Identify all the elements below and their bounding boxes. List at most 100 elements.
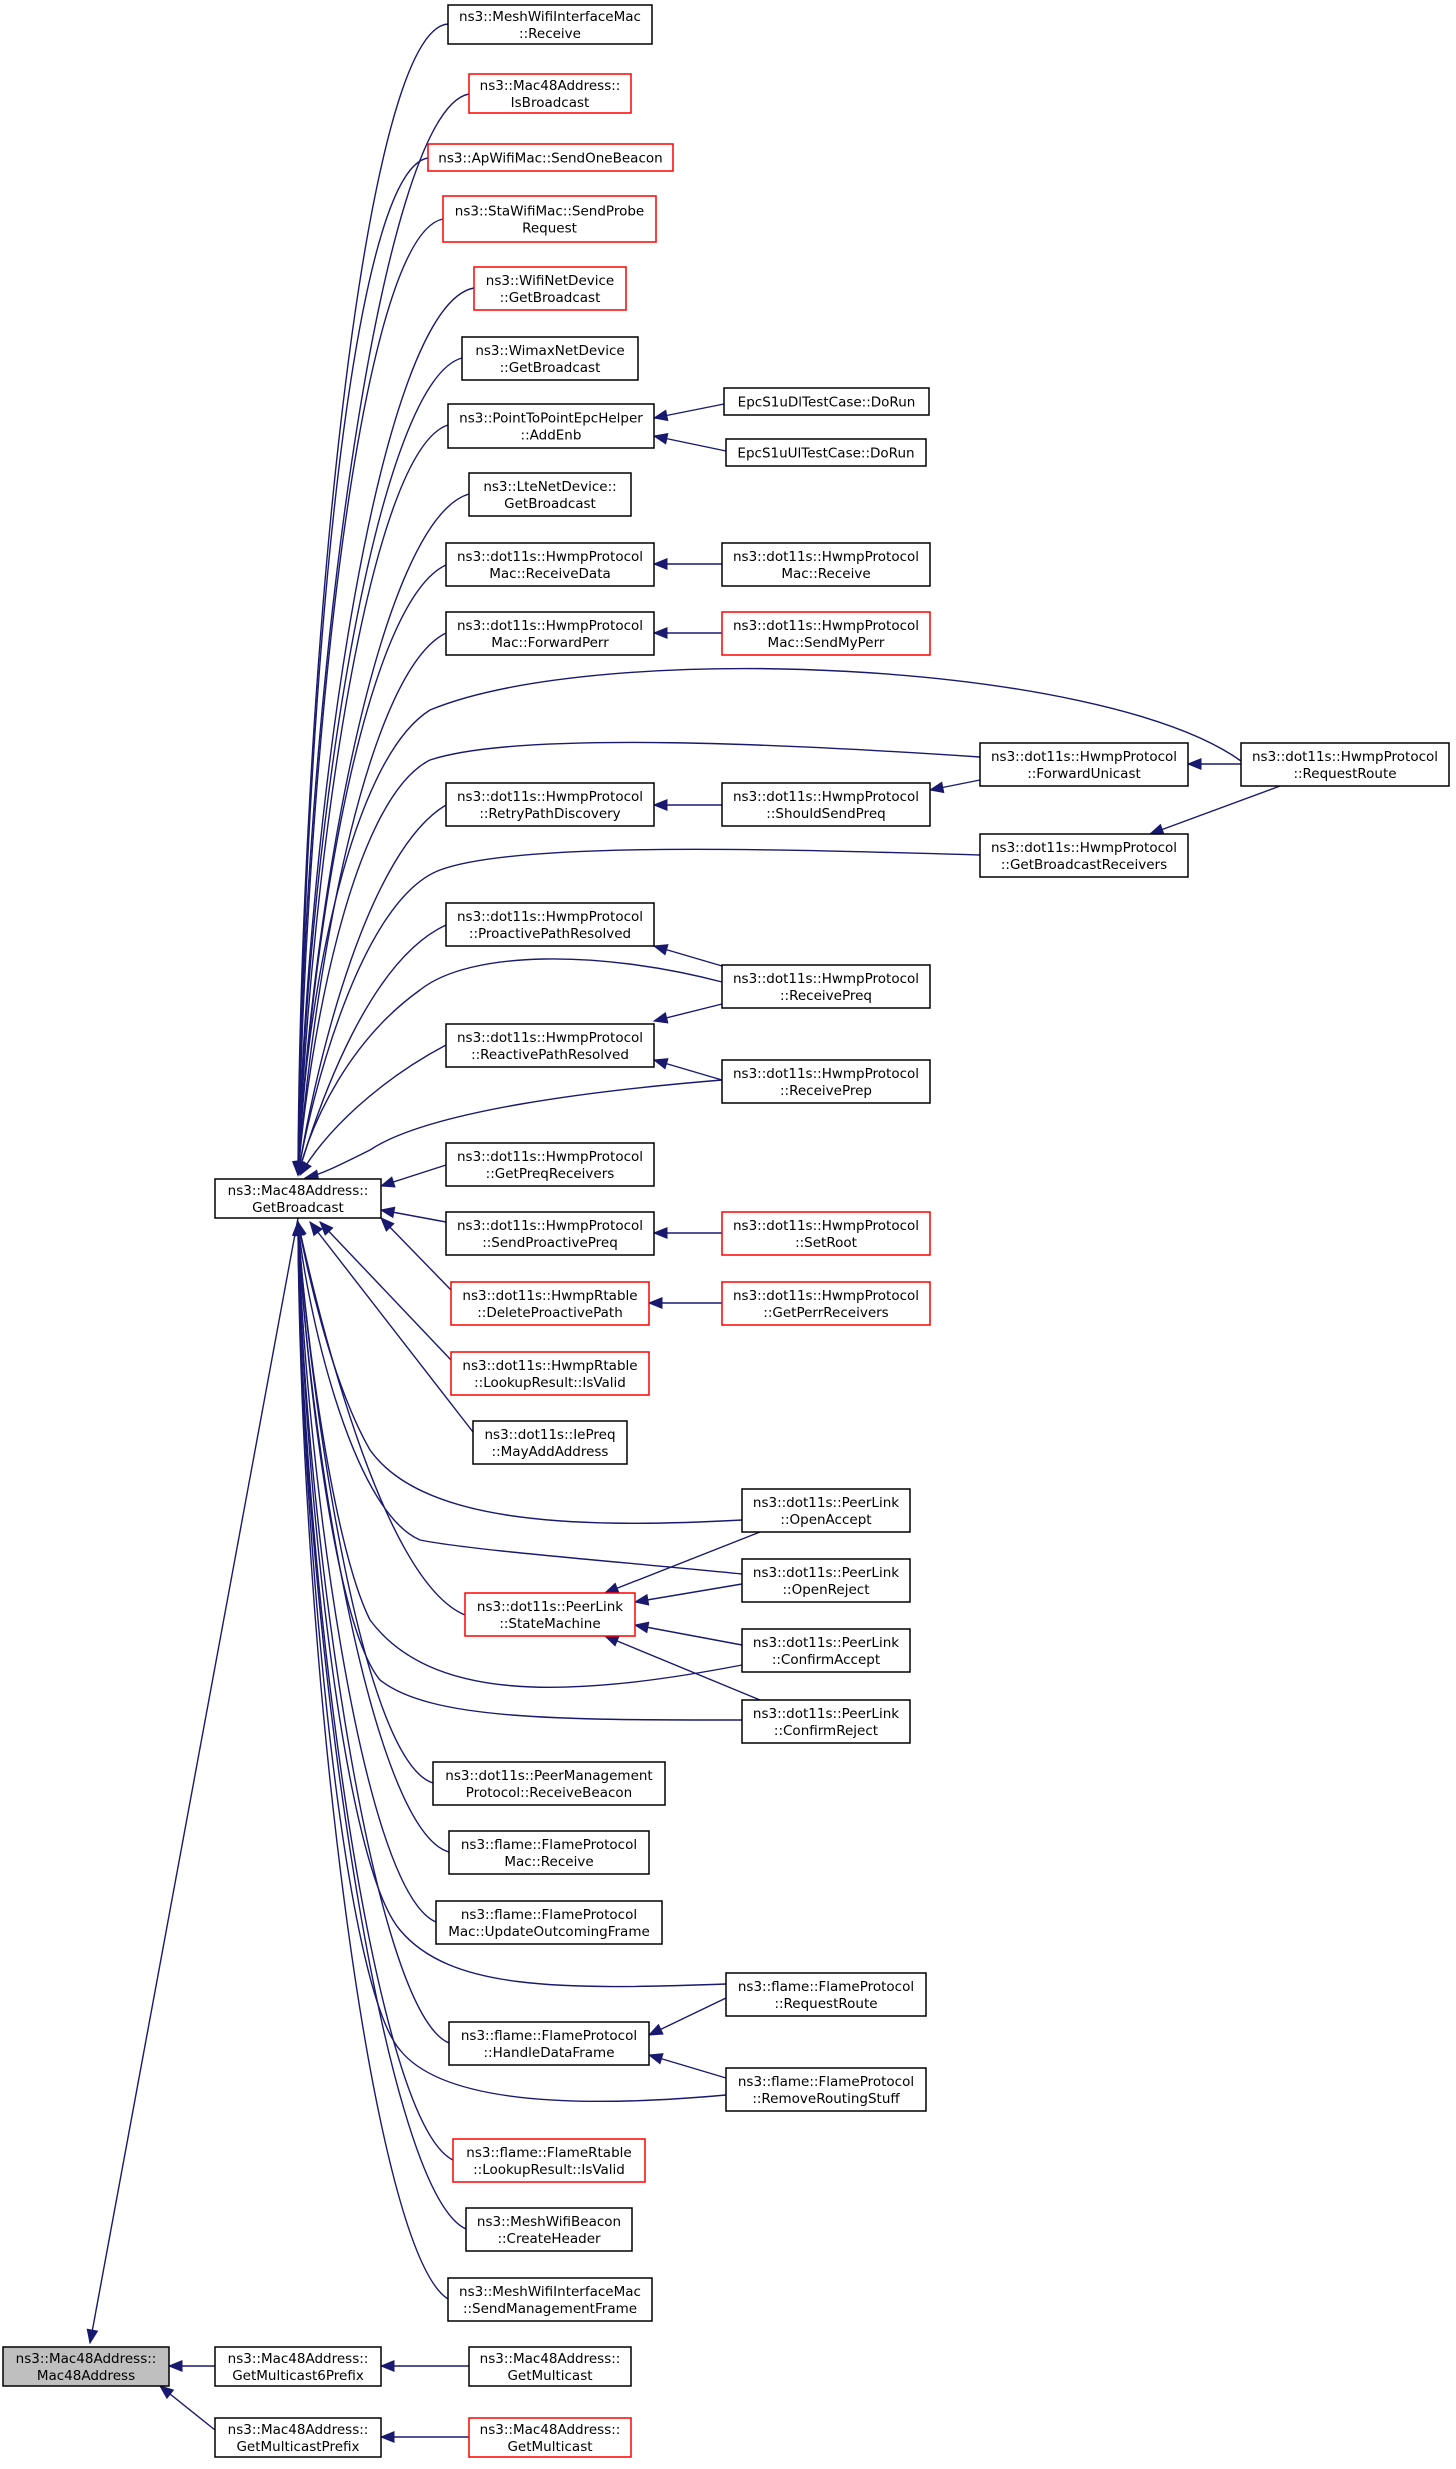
node-hwmp-should-send-preq[interactable]: ns3::dot11s::HwmpProtocol::ShouldSendPre… (721, 782, 931, 827)
node-peer-open-accept[interactable]: ns3::dot11s::PeerLink::OpenAccept (741, 1488, 911, 1533)
node-get-broadcast[interactable]: ns3::Mac48Address::GetBroadcast (214, 1178, 382, 1219)
node-is-broadcast[interactable]: ns3::Mac48Address::IsBroadcast (468, 73, 632, 114)
edge-line (297, 741, 981, 1176)
node-label-line: ns3::dot11s::IePreq (484, 1427, 615, 1443)
node-label-line: ns3::dot11s::PeerManagement (445, 1768, 652, 1784)
edge-line (297, 23, 449, 1176)
node-hwmp-forward-unicast[interactable]: ns3::dot11s::HwmpProtocol::ForwardUnicas… (979, 742, 1189, 787)
edge-line (297, 1221, 727, 2103)
node-hwmp-receive-preq[interactable]: ns3::dot11s::HwmpProtocol::ReceivePreq (721, 964, 931, 1009)
node-box (725, 1972, 927, 2017)
node-peer-confirm-reject[interactable]: ns3::dot11s::PeerLink::ConfirmReject (741, 1699, 911, 1744)
node-label-line: ns3::dot11s::HwmpProtocol (733, 618, 919, 634)
node-peer-mgmt-receive-beacon[interactable]: ns3::dot11s::PeerManagementProtocol::Rec… (432, 1761, 666, 1806)
node-label-line: ns3::Mac48Address:: (16, 2351, 157, 2367)
node-hwmp-request-route[interactable]: ns3::dot11s::HwmpProtocol::RequestRoute (1240, 742, 1450, 787)
node-hwmp-rtable-delete[interactable]: ns3::dot11s::HwmpRtable::DeleteProactive… (450, 1281, 650, 1326)
edge-line (634, 1624, 743, 1646)
edge-get-multicast-prefix-to-mac48-ctor (158, 2385, 216, 2431)
edge-line (297, 958, 723, 1176)
node-peer-state-machine[interactable]: ns3::dot11s::PeerLink::StateMachine (464, 1592, 636, 1637)
node-hwmp-retry-path[interactable]: ns3::dot11s::HwmpProtocol::RetryPathDisc… (445, 782, 655, 827)
node-label-line: Protocol::ReceiveBeacon (466, 1785, 632, 1801)
node-peer-open-reject[interactable]: ns3::dot11s::PeerLink::OpenReject (741, 1558, 911, 1603)
node-box (741, 1628, 911, 1673)
arrowhead (928, 781, 945, 794)
node-hwmp-get-bcast-receivers[interactable]: ns3::dot11s::HwmpProtocol::GetBroadcastR… (979, 833, 1189, 878)
node-label-line: Mac::ForwardPerr (491, 635, 609, 651)
node-wimax-get-broadcast[interactable]: ns3::WimaxNetDevice::GetBroadcast (461, 336, 639, 381)
arrowhead (380, 1217, 395, 1232)
node-ap-send-beacon[interactable]: ns3::ApWifiMac::SendOneBeacon (427, 143, 674, 172)
node-hwmp-receive-prep[interactable]: ns3::dot11s::HwmpProtocol::ReceivePrep (721, 1059, 931, 1104)
node-label-line: ::HandleDataFrame (484, 2045, 615, 2061)
arrowhead (379, 1176, 396, 1188)
arrowhead (309, 1220, 323, 1237)
node-label-line: ::GetBroadcast (500, 360, 601, 376)
node-epc-ul[interactable]: EpcS1uUlTestCase::DoRun (725, 438, 927, 467)
node-label-line: ns3::dot11s::PeerLink (753, 1565, 899, 1581)
node-flame-mac-update-frame[interactable]: ns3::flame::FlameProtocolMac::UpdateOutc… (435, 1900, 663, 1945)
node-label-line: ::GetPreqReceivers (486, 1166, 615, 1182)
edge-mesh-iface-send-mgmt-to-get-broadcast (292, 1220, 449, 2300)
edge-line (297, 357, 463, 1176)
node-hwmp-set-root[interactable]: ns3::dot11s::HwmpProtocol::SetRoot (721, 1211, 931, 1256)
node-flame-remove-routing[interactable]: ns3::flame::FlameProtocol::RemoveRouting… (725, 2067, 927, 2112)
node-label-line: ::LookupResult::IsValid (473, 2162, 625, 2178)
edge-line (297, 1221, 743, 1575)
node-label-line: ::OpenReject (782, 1582, 869, 1598)
edge-line (297, 424, 449, 1176)
node-flame-request-route[interactable]: ns3::flame::FlameProtocol::RequestRoute (725, 1972, 927, 2017)
node-epc-dl[interactable]: EpcS1uDlTestCase::DoRun (723, 387, 930, 416)
node-label-line: ::RemoveRoutingStuff (752, 2091, 900, 2107)
node-mesh-iface-receive[interactable]: ns3::MeshWifiInterfaceMac::Receive (447, 4, 653, 45)
node-flame-handle-data[interactable]: ns3::flame::FlameProtocol::HandleDataFra… (448, 2021, 650, 2066)
arrowhead (633, 1621, 650, 1634)
edge-hwmp-send-proactive-preq-to-get-broadcast (379, 1206, 447, 1223)
node-mesh-iface-send-mgmt[interactable]: ns3::MeshWifiInterfaceMac::SendManagemen… (447, 2277, 653, 2322)
node-label-line: ::GetPerrReceivers (763, 1305, 888, 1321)
node-hwmp-send-proactive-preq[interactable]: ns3::dot11s::HwmpProtocol::SendProactive… (445, 1211, 655, 1256)
node-hwmp-rtable-isvalid[interactable]: ns3::dot11s::HwmpRtable::LookupResult::I… (450, 1351, 650, 1396)
node-hwmp-mac-receive-data[interactable]: ns3::dot11s::HwmpProtocolMac::ReceiveDat… (445, 542, 655, 587)
edge-line (297, 848, 981, 1176)
node-hwmp-get-preq-receivers[interactable]: ns3::dot11s::HwmpProtocol::GetPreqReceiv… (445, 1142, 655, 1187)
edge-line (297, 1221, 467, 2230)
node-label-line: ns3::dot11s::HwmpProtocol (457, 789, 643, 805)
node-mac48-ctor[interactable]: ns3::Mac48Address::Mac48Address (2, 2346, 170, 2387)
edge-line (297, 93, 470, 1176)
edge-peer-confirm-accept-to-peer-state-machine (633, 1621, 743, 1646)
node-hwmp-proactive-resolved[interactable]: ns3::dot11s::HwmpProtocol::ProactivePath… (445, 902, 655, 947)
edge-line (299, 1044, 447, 1176)
node-hwmp-mac-forward-perr[interactable]: ns3::dot11s::HwmpProtocolMac::ForwardPer… (445, 611, 655, 656)
node-box (450, 1281, 650, 1326)
node-hwmp-reactive-resolved[interactable]: ns3::dot11s::HwmpProtocol::ReactivePathR… (445, 1023, 655, 1068)
node-get-multicast-a[interactable]: ns3::Mac48Address::GetMulticast (468, 2346, 632, 2387)
node-box (721, 542, 931, 587)
node-label-line: GetMulticastPrefix (236, 2439, 359, 2455)
edge-hwmp-set-root-to-hwmp-send-proactive-preq (652, 1227, 722, 1239)
node-box (448, 1830, 650, 1875)
node-hwmp-get-perr-receivers[interactable]: ns3::dot11s::HwmpProtocol::GetPerrReceiv… (721, 1281, 931, 1326)
node-label-line: ns3::dot11s::HwmpProtocol (457, 1218, 643, 1234)
node-get-multicast-prefix[interactable]: ns3::Mac48Address::GetMulticastPrefix (214, 2417, 382, 2458)
node-lte-get-broadcast[interactable]: ns3::LteNetDevice::GetBroadcast (468, 472, 632, 517)
node-mesh-beacon-create-header[interactable]: ns3::MeshWifiBeacon::CreateHeader (465, 2207, 633, 2252)
node-peer-confirm-accept[interactable]: ns3::dot11s::PeerLink::ConfirmAccept (741, 1628, 911, 1673)
node-ie-preq-may-add[interactable]: ns3::dot11s::IePreq::MayAddAddress (472, 1420, 628, 1465)
node-box (447, 4, 653, 45)
node-wifi-get-broadcast[interactable]: ns3::WifiNetDevice::GetBroadcast (473, 266, 627, 311)
edge-line (297, 924, 447, 1176)
node-label-line: ::CreateHeader (497, 2231, 601, 2247)
node-flame-rtable-isvalid[interactable]: ns3::flame::FlameRtable::LookupResult::I… (452, 2138, 646, 2183)
node-get-multicast6-prefix[interactable]: ns3::Mac48Address::GetMulticast6Prefix (214, 2346, 382, 2387)
node-p2p-add-enb[interactable]: ns3::PointToPointEpcHelper::AddEnb (447, 403, 655, 449)
node-label-line: ns3::flame::FlameProtocol (461, 1907, 637, 1923)
arrowhead (652, 1227, 668, 1239)
node-box (468, 2417, 632, 2458)
node-get-multicast-b[interactable]: ns3::Mac48Address::GetMulticast (468, 2417, 632, 2458)
